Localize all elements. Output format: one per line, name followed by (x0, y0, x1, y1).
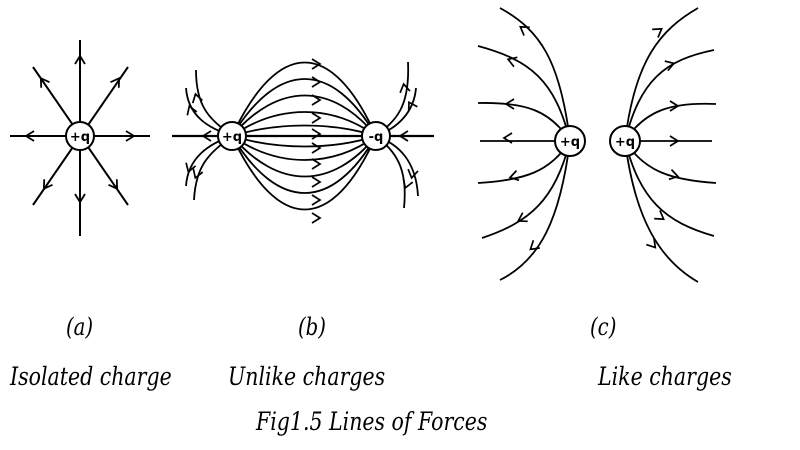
charge-label: +q (70, 130, 90, 145)
arrowhead (42, 179, 53, 191)
field-line-left (499, 7, 571, 142)
arrowhead (402, 178, 414, 190)
arrowhead (24, 130, 35, 142)
arrowhead (74, 193, 86, 204)
field-line-arc (231, 124, 377, 137)
field-line-arc (231, 78, 377, 137)
panel-a-caption: Isolated charge (10, 362, 172, 391)
field-line-arc (231, 94, 377, 137)
arrowhead (311, 194, 322, 206)
charge-circle (65, 121, 95, 151)
panel-b-caption: Unlike charges (228, 362, 386, 391)
charge-circle-negative (361, 121, 391, 151)
charge-circle-left (554, 125, 586, 157)
arrowhead (399, 82, 411, 94)
like-charges-diagram: +q +q (477, 7, 717, 283)
arrowhead (516, 212, 528, 223)
figure-caption: Fig1.5 Lines of Forces (256, 407, 488, 436)
arrowhead (407, 168, 419, 180)
field-line-left (481, 140, 571, 239)
arrowhead (508, 170, 520, 182)
arrowhead (311, 94, 322, 106)
charge-circle-right (609, 125, 641, 157)
field-line-arc (231, 135, 377, 161)
arrowhead (519, 25, 530, 36)
arrowhead (110, 76, 121, 88)
arrowhead (311, 158, 322, 170)
arrowhead (39, 76, 50, 88)
arrowhead (186, 104, 198, 116)
unlike-charges-diagram: +q -q (172, 58, 434, 224)
arrowhead (192, 168, 204, 180)
arrowhead (654, 210, 665, 221)
arrowhead (311, 76, 322, 88)
arrowhead (201, 130, 212, 142)
arrowhead (311, 176, 322, 188)
charge-label-negative: -q (369, 130, 384, 145)
arrowhead (311, 128, 322, 140)
arrowhead (506, 56, 518, 68)
field-line-left (499, 140, 571, 281)
field-line-arc (231, 61, 377, 137)
charge-label-positive: +q (222, 130, 242, 145)
arrowhead (311, 112, 322, 124)
arrowhead (504, 98, 515, 110)
field-line-right (624, 140, 715, 237)
field-line-right (624, 49, 715, 142)
arrowhead (398, 130, 409, 142)
arrowhead (311, 142, 322, 154)
arrowhead (646, 238, 657, 249)
arrowhead (669, 100, 680, 112)
field-line-arc (231, 135, 377, 194)
arrowhead (185, 162, 197, 174)
charge-label-right: +q (615, 135, 635, 150)
arrowhead (529, 240, 540, 251)
field-lines-figure: +q +q -q (10, 7, 717, 283)
charge-circle-positive (217, 121, 247, 151)
field-line-left (477, 45, 571, 142)
panel-c-letter: (c) (590, 313, 617, 341)
field-line-right (624, 7, 699, 142)
arrowhead (191, 92, 203, 104)
field-line-arc (231, 135, 377, 148)
arrowhead (664, 60, 676, 72)
arrowhead (125, 130, 136, 142)
arrowhead (74, 54, 86, 65)
charge-label-left: +q (560, 135, 580, 150)
panel-b-letter: (b) (298, 313, 326, 341)
arrowhead (502, 132, 513, 144)
field-line-arc (231, 111, 377, 137)
arrowhead (669, 135, 680, 147)
panel-a-letter: (a) (66, 313, 94, 341)
field-line-arc (231, 135, 377, 178)
arrowhead (108, 179, 119, 191)
isolated-charge-diagram: +q (10, 40, 150, 236)
arrowhead (311, 58, 322, 70)
arrowhead (311, 212, 322, 224)
panel-c-caption: Like charges (598, 362, 732, 391)
arrowhead (652, 27, 663, 38)
arrowhead (407, 100, 418, 112)
field-line-right (624, 140, 699, 283)
arrowhead (668, 169, 680, 181)
field-line-arc (231, 135, 377, 211)
